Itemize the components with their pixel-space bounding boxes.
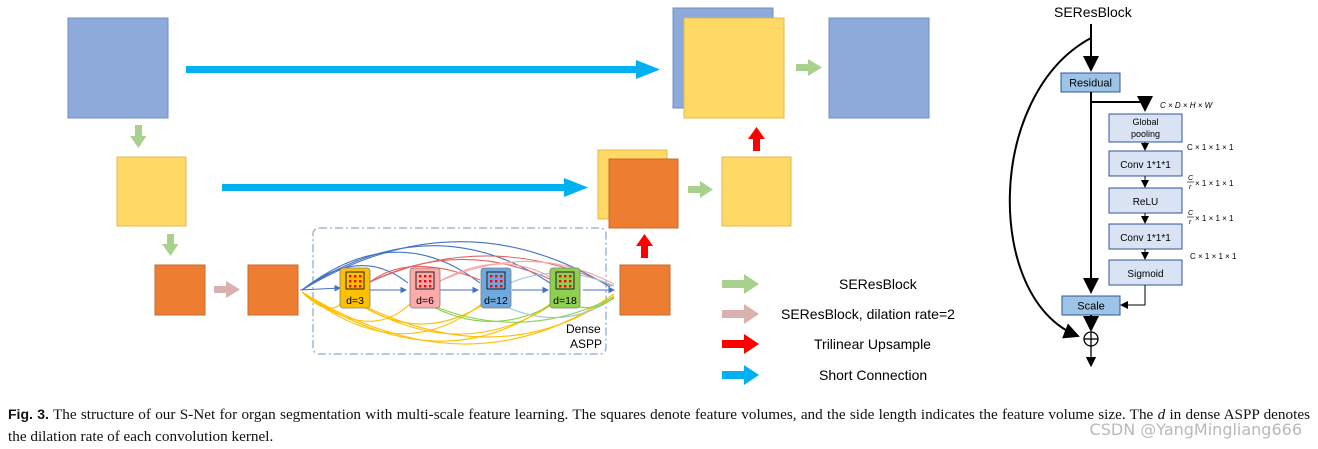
kernel-grid-icon <box>345 271 365 290</box>
svg-text:Sigmoid: Sigmoid <box>1127 269 1163 280</box>
kernel-grid-icon <box>415 271 435 290</box>
aspp-node-4: d=18 <box>549 267 581 309</box>
dim-pool: C × 1 × 1 × 1 <box>1187 143 1234 152</box>
csdn-watermark: CSDN @YangMingliang666 <box>1089 420 1302 439</box>
seresblock-detail: SEResBlock Residual C × D × H × W Global… <box>1008 4 1237 368</box>
cyan-arrow-icon <box>722 365 759 385</box>
legend-label-short-connection: Short Connection <box>819 367 927 383</box>
dilated-seresblock-arrow <box>214 281 240 298</box>
svg-text:C: C <box>1188 210 1194 217</box>
svg-text:× 1 × 1 × 1: × 1 × 1 × 1 <box>1195 214 1234 223</box>
aspp-node-2: d=6 <box>409 267 441 309</box>
aspp-node-3: d=12 <box>480 267 512 309</box>
decoder-output-volume-level2 <box>721 156 792 227</box>
svg-text:Global: Global <box>1132 117 1158 127</box>
svg-text:pooling: pooling <box>1131 129 1160 139</box>
aspp-node-label: d=18 <box>553 295 577 307</box>
legend: SEResBlock SEResBlock, dilation rate=2 T… <box>722 274 955 385</box>
svg-text:C: C <box>1188 175 1194 182</box>
caption-italic-d: d <box>1157 406 1166 423</box>
relu-box <box>1108 187 1183 214</box>
decoder-upsampled-volume-level1 <box>683 17 785 119</box>
svg-text:× 1 × 1 × 1: × 1 × 1 × 1 <box>1195 179 1234 188</box>
aspp-node-label: d=3 <box>346 295 364 307</box>
aspp-label-line1: Dense <box>566 322 601 336</box>
aspp-node-1: d=3 <box>339 267 371 309</box>
legend-label-dilated-seresblock: SEResBlock, dilation rate=2 <box>781 306 955 322</box>
decoder-upsampled-volume-level2 <box>608 158 679 229</box>
seresblock-arrow-right-2 <box>796 59 822 76</box>
red-arrow-icon <box>722 334 759 354</box>
seresblock-arrow-down-1 <box>130 125 147 148</box>
caption-text-1: The structure of our S-Net for organ seg… <box>48 406 1158 423</box>
aspp-output-volume <box>619 264 671 316</box>
encoder-volume-level1 <box>67 17 169 119</box>
conv1-box <box>1108 150 1183 177</box>
dim-sigmoid: C × 1 × 1 × 1 <box>1190 252 1237 261</box>
svg-text:ReLU: ReLU <box>1133 197 1159 208</box>
short-connection-arrow-level2 <box>222 178 588 197</box>
sigmoid-box <box>1108 259 1183 286</box>
encoder-volume-level3 <box>154 264 206 316</box>
aspp-node-label: d=12 <box>484 295 508 307</box>
decoder-output-volume-level1 <box>828 17 930 119</box>
seresblock-arrow-right-1 <box>688 181 713 198</box>
dilated-volume <box>247 264 299 316</box>
dense-aspp-frame <box>312 227 607 355</box>
svg-text:r: r <box>1189 219 1192 226</box>
pink-arrow-icon <box>722 304 759 324</box>
svg-text:Conv 1*1*1: Conv 1*1*1 <box>1120 160 1171 171</box>
legend-label-seresblock: SEResBlock <box>839 276 918 292</box>
legend-label-upsample: Trilinear Upsample <box>814 336 931 352</box>
aspp-node-label: d=6 <box>416 295 434 307</box>
upsample-arrow-2 <box>748 127 765 151</box>
svg-text:Scale: Scale <box>1077 301 1105 313</box>
svg-text:Conv 1*1*1: Conv 1*1*1 <box>1120 233 1171 244</box>
seresblock-title: SEResBlock <box>1054 4 1133 20</box>
svg-text:r: r <box>1189 184 1192 191</box>
global-pooling-box <box>1108 113 1183 143</box>
kernel-grid-icon <box>486 271 506 290</box>
figure-caption: Fig. 3. The structure of our S-Net for o… <box>8 403 1310 448</box>
aspp-label-line2: ASPP <box>570 337 602 351</box>
kernel-grid-icon <box>555 271 575 290</box>
conv2-box <box>1108 223 1183 250</box>
upsample-arrow-1 <box>636 234 653 258</box>
figure-number: Fig. 3. <box>8 406 49 422</box>
caption-text-2: in dense ASPP denotes the dilation rate … <box>8 406 1310 445</box>
short-connection-arrow-level1 <box>186 60 660 79</box>
green-arrow-icon <box>722 274 759 294</box>
seresblock-arrow-down-2 <box>162 234 179 256</box>
dim-input: C × D × H × W <box>1160 101 1214 110</box>
residual-label: Residual <box>1069 78 1112 90</box>
aspp-connections <box>299 241 616 345</box>
encoder-volume-level2 <box>116 156 187 227</box>
